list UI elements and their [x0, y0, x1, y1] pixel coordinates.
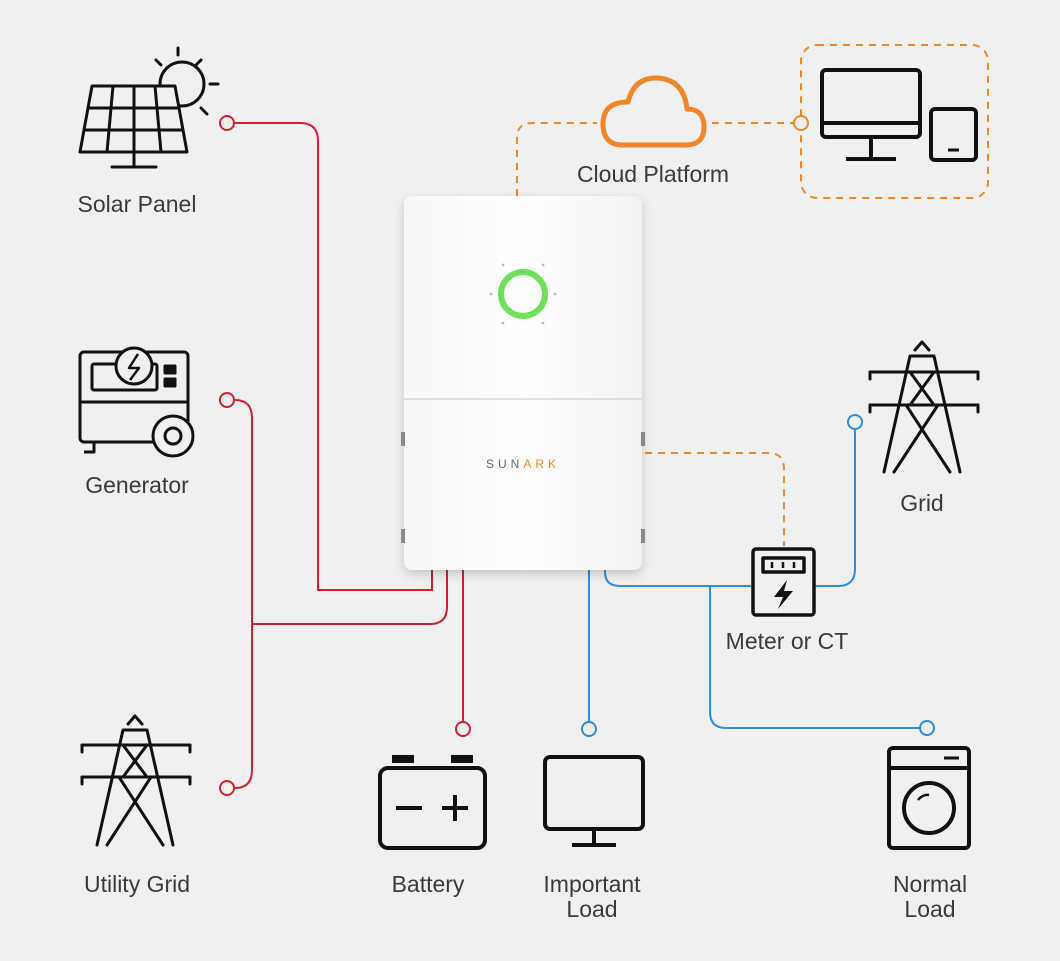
generator-endpoint	[219, 392, 235, 408]
cloud-device-endpoint	[793, 115, 809, 131]
solar-line	[235, 122, 433, 591]
grid-endpoint	[847, 414, 863, 430]
meter-icon	[751, 547, 816, 617]
normal-load-label-line2: Load	[904, 896, 956, 922]
important-load-endpoint	[581, 721, 597, 737]
monitor-icon	[543, 755, 645, 847]
generator-icon	[78, 346, 195, 458]
important-load-label-line1: Important	[543, 871, 641, 897]
red-connection-lines	[234, 122, 464, 789]
inverter-clip	[641, 432, 645, 446]
inverter-brand-logo: SUNARK	[404, 457, 642, 471]
normal-load-endpoint	[919, 720, 935, 736]
tablet-icon	[929, 107, 978, 162]
inverter-clip	[401, 432, 405, 446]
brand-part-a: SUN	[485, 457, 524, 471]
meter-line	[604, 570, 751, 587]
ac-bus-line	[252, 570, 448, 625]
meter-label: Meter or CT	[725, 628, 849, 654]
inverter-clip	[401, 529, 405, 543]
utility-grid-label: Utility Grid	[83, 871, 191, 897]
utility-grid-endpoint	[219, 780, 235, 796]
inverter-clip	[641, 529, 645, 543]
orange-dashed-lines	[516, 44, 989, 546]
blue-connection-lines	[588, 430, 920, 729]
battery-label: Battery	[391, 871, 465, 897]
inverter	[401, 196, 645, 570]
red-endpoints	[219, 115, 471, 796]
solar-panel-label: Solar Panel	[77, 191, 197, 217]
inverter-body	[404, 196, 642, 570]
grid-tower-icon	[868, 340, 980, 474]
cloud-inverter-line	[516, 122, 597, 196]
led-dots	[489, 263, 557, 325]
cloud-icon	[600, 75, 707, 148]
meter-comms-line	[645, 452, 785, 546]
washing-machine-icon	[887, 746, 971, 850]
blue-endpoints	[581, 414, 935, 737]
generator-label: Generator	[85, 472, 189, 498]
led-ring-icon	[498, 269, 548, 319]
solar-panel-icon	[78, 46, 220, 169]
grid-line	[814, 430, 856, 587]
desktop-icon	[820, 68, 922, 161]
battery-endpoint	[455, 721, 471, 737]
normal-load-line	[709, 586, 920, 729]
battery-icon	[378, 755, 487, 850]
grid-label: Grid	[900, 490, 944, 516]
utility-grid-tower-icon	[80, 714, 192, 847]
devices-frame	[800, 44, 989, 199]
normal-load-label-line1: Normal	[892, 871, 968, 897]
solar-endpoint	[219, 115, 235, 131]
important-load-label-line2: Load	[566, 896, 618, 922]
generator-line	[234, 399, 253, 789]
cloud-platform-label: Cloud Platform	[576, 161, 730, 187]
brand-part-b: ARK	[523, 457, 561, 471]
